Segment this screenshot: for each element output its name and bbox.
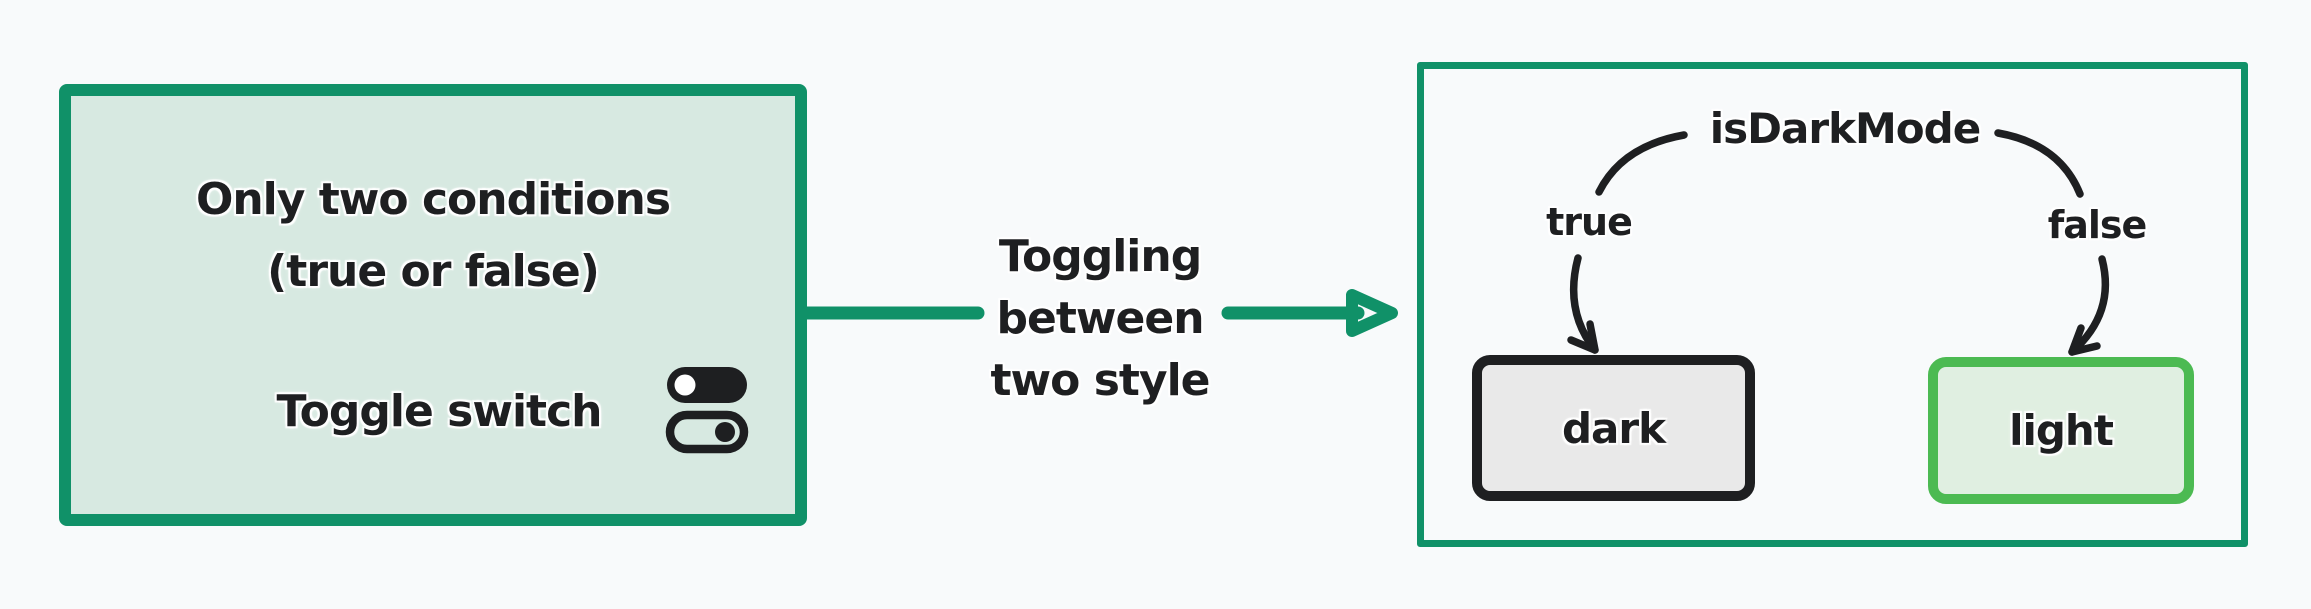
true-branch-label: true xyxy=(1546,200,1633,244)
connector-label-line-3: two style xyxy=(990,355,1210,406)
toggle-switch-label: Toggle switch xyxy=(276,386,603,437)
arrow-false-head-icon xyxy=(2068,324,2101,356)
conditions-line-2: (true or false) xyxy=(267,246,600,297)
arc-to-false xyxy=(1994,129,2084,198)
light-style-label: light xyxy=(2009,406,2114,455)
conditions-box: Only two conditions (true or false) Togg… xyxy=(59,84,807,526)
connector-label-line-1: Toggling xyxy=(998,231,1202,282)
dark-style-label: dark xyxy=(1561,403,1666,453)
toggle-off-icon xyxy=(665,410,749,454)
arrow-true-head-icon xyxy=(1567,320,1599,354)
branch-arrows xyxy=(1567,129,2110,356)
false-branch-label: false xyxy=(2047,203,2148,247)
toggle-icons-group xyxy=(665,365,749,455)
arrow-false-to-light xyxy=(2068,255,2110,356)
light-style-box: light xyxy=(1928,357,2194,504)
isdarkmode-title: isDarkMode xyxy=(1709,104,1981,153)
arc-to-true xyxy=(1595,131,1688,196)
main-arrow xyxy=(800,289,1398,337)
connector-label: Toggling between two style xyxy=(980,226,1220,412)
dark-style-box: dark xyxy=(1472,355,1755,501)
connector-label-line-2: between xyxy=(996,293,1204,344)
arrow-true-to-dark xyxy=(1569,254,1599,354)
conditions-line-1: Only two conditions xyxy=(195,174,671,225)
arrowhead-icon xyxy=(1346,289,1398,337)
toggle-on-icon xyxy=(667,367,747,403)
isdarkmode-box xyxy=(1417,62,2248,547)
